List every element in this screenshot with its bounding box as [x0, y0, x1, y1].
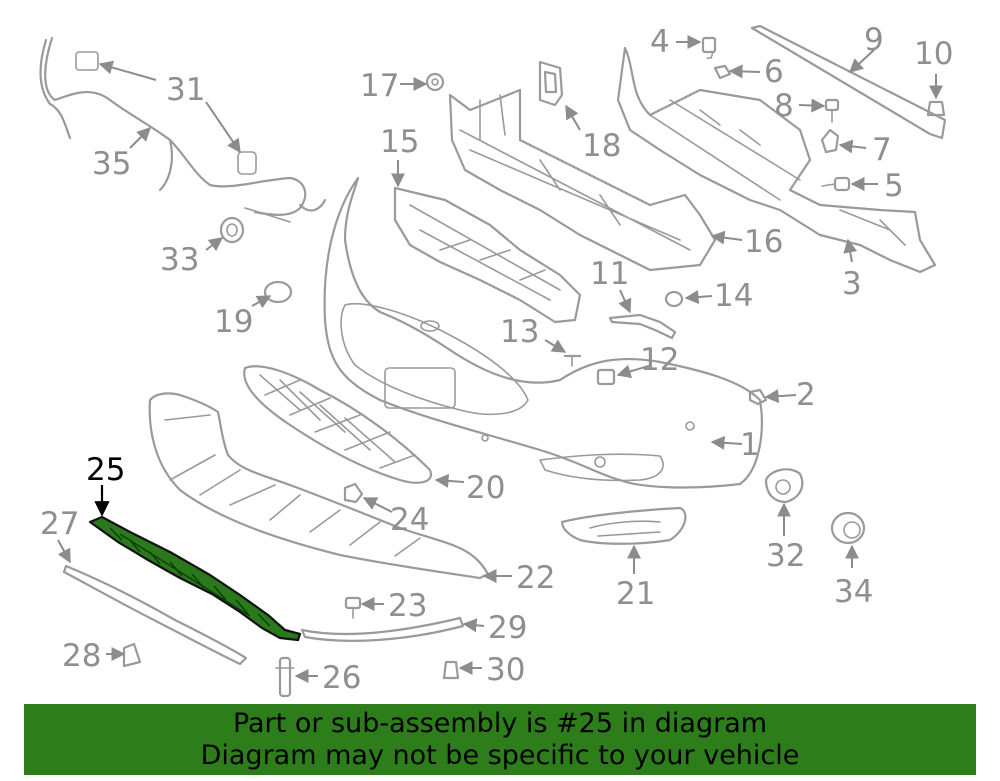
clip-24: [343, 482, 364, 504]
deflector-25-highlighted: [88, 515, 302, 642]
bezel-34: [830, 511, 866, 545]
reinforcement-beam-16: [448, 88, 717, 272]
clip-6: [713, 64, 732, 80]
callout-34: 34: [834, 574, 873, 610]
callout-21: 21: [616, 576, 655, 612]
fastener-4: [701, 36, 717, 59]
bolt-5: [821, 176, 851, 192]
molding-29: [300, 616, 465, 642]
callout-22: 22: [516, 560, 555, 596]
clip-7: [820, 128, 840, 154]
callout-31: 31: [166, 72, 205, 108]
clip-12: [596, 368, 616, 386]
callout-32: 32: [766, 538, 805, 574]
callout-9: 9: [864, 22, 884, 58]
callout-19: 19: [214, 304, 253, 340]
callout-27: 27: [40, 506, 79, 542]
leader-lines: [57, 35, 943, 683]
callout-24: 24: [390, 502, 429, 538]
pin-26: [275, 656, 295, 698]
callout-8: 8: [774, 88, 794, 124]
callout-30: 30: [486, 652, 525, 688]
callout-15: 15: [380, 124, 419, 160]
lower-panel-22: [148, 392, 490, 580]
callout-17: 17: [360, 68, 399, 104]
clip-17: [425, 72, 445, 92]
connector-33: [219, 216, 245, 244]
callout-4: 4: [650, 24, 670, 60]
callout-11: 11: [590, 256, 629, 292]
bolt-8: [824, 98, 840, 123]
callout-14: 14: [714, 278, 753, 314]
bumper-10: [926, 100, 946, 117]
clip-14: [664, 290, 684, 308]
plug-19: [263, 280, 293, 304]
screw-28: [122, 642, 142, 668]
callout-26: 26: [322, 660, 361, 696]
callout-2: 2: [796, 377, 816, 413]
parts-diagram: 1 2 3 4 5 6 7 8 9 10 11 12 13 14 15 16 1…: [39, 22, 953, 698]
callout-7: 7: [872, 132, 892, 168]
callout-3: 3: [842, 266, 862, 302]
wiring-harness: [39, 36, 327, 223]
callout-35: 35: [92, 146, 131, 182]
callout-12: 12: [640, 342, 679, 378]
callout-16: 16: [744, 224, 783, 260]
info-banner-line-1: Part or sub-assembly is #25 in diagram: [232, 707, 768, 739]
bumper-cover-1: [323, 176, 763, 489]
energy-absorber-3: [616, 46, 937, 274]
bezel-21: [560, 506, 687, 545]
callout-23: 23: [388, 588, 427, 624]
callout-6: 6: [764, 54, 784, 90]
callout-10: 10: [914, 36, 953, 72]
grille-20: [243, 365, 433, 484]
molding-27: [62, 564, 248, 666]
bracket-15: [393, 186, 582, 324]
callout-13: 13: [500, 314, 539, 350]
callout-33: 33: [160, 242, 199, 278]
clip-2: [748, 388, 768, 406]
info-banner-line-2: Diagram may not be specific to your vehi…: [200, 739, 800, 771]
clip-30: [442, 660, 460, 680]
bracket-18: [538, 60, 564, 107]
screw-23: [344, 596, 362, 619]
strip-9: [750, 24, 947, 140]
callout-28: 28: [62, 638, 101, 674]
callout-20: 20: [466, 470, 505, 506]
callout-18: 18: [582, 128, 621, 164]
bracket-11: [608, 313, 677, 340]
callout-25: 25: [86, 452, 125, 488]
sensor-32: [764, 468, 804, 504]
callout-29: 29: [488, 610, 527, 646]
callout-5: 5: [884, 168, 904, 204]
pin-13: [563, 354, 582, 367]
info-banner: Part or sub-assembly is #25 in diagram D…: [24, 704, 976, 775]
callout-1: 1: [740, 427, 760, 463]
